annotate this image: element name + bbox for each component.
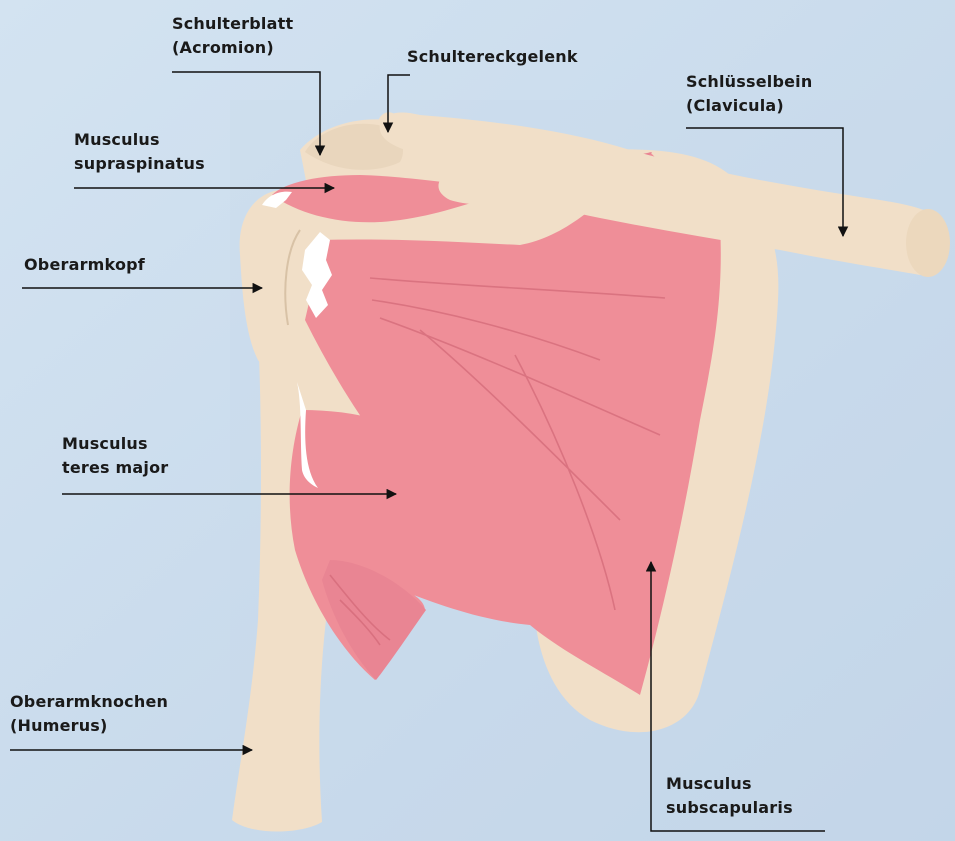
- clavicle-end: [906, 209, 950, 277]
- label-supraspinatus-line1: Musculus: [74, 128, 205, 152]
- label-teres-major: Musculus teres major: [62, 432, 168, 480]
- label-subscapularis-line1: Musculus: [666, 772, 793, 796]
- label-teres-major-line1: Musculus: [62, 432, 168, 456]
- label-ac-joint: Schultereckgelenk: [407, 45, 578, 69]
- label-subscapularis: Musculus subscapularis: [666, 772, 793, 820]
- label-acromion-line2: (Acromion): [172, 36, 293, 60]
- label-acromion: Schulterblatt (Acromion): [172, 12, 293, 60]
- label-humerus: Oberarmknochen (Humerus): [10, 690, 168, 738]
- label-humeral-head-line1: Oberarmkopf: [24, 253, 145, 277]
- label-humeral-head: Oberarmkopf: [24, 253, 145, 277]
- label-humerus-line2: (Humerus): [10, 714, 168, 738]
- label-subscapularis-line2: subscapularis: [666, 796, 793, 820]
- label-clavicle-line2: (Clavicula): [686, 94, 812, 118]
- label-supraspinatus: Musculus supraspinatus: [74, 128, 205, 176]
- label-clavicle-line1: Schlüsselbein: [686, 70, 812, 94]
- label-humerus-line1: Oberarmknochen: [10, 690, 168, 714]
- label-clavicle: Schlüsselbein (Clavicula): [686, 70, 812, 118]
- label-acromion-line1: Schulterblatt: [172, 12, 293, 36]
- label-teres-major-line2: teres major: [62, 456, 168, 480]
- label-supraspinatus-line2: supraspinatus: [74, 152, 205, 176]
- label-ac-joint-line1: Schultereckgelenk: [407, 45, 578, 69]
